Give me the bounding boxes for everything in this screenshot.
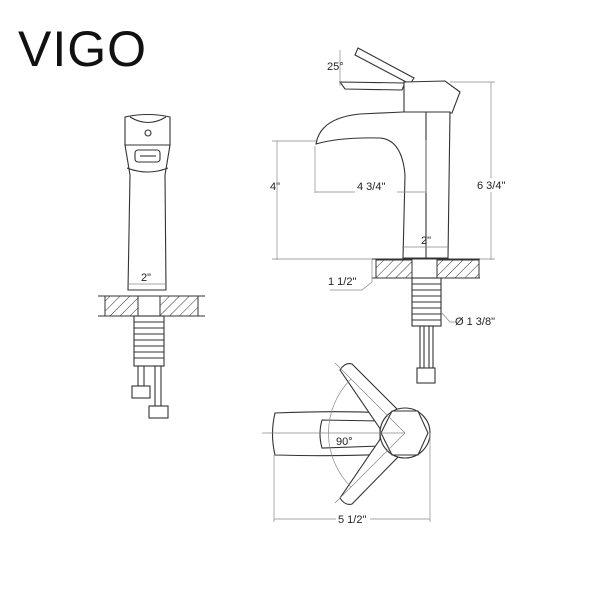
vigo-logo: VIGO	[18, 21, 147, 77]
total-length-label: 5 1/2"	[338, 514, 366, 526]
front-view: 2"	[98, 113, 205, 419]
handle-angle-label: 25°	[327, 61, 344, 73]
side-base-width-label: 2"	[421, 235, 431, 247]
rotation-angle-label: 90°	[336, 436, 353, 448]
hole-diameter-label: Ø 1 3/8"	[455, 316, 495, 328]
spout-reach-label: 4 3/4"	[357, 181, 385, 193]
total-height-label: 6 3/4"	[477, 180, 505, 192]
front-base-width-label: 2"	[141, 272, 151, 284]
side-view: 25° 4" 4 3/4" 6 3/4" 2" 1 1/2" Ø 1 3/8"	[270, 47, 516, 384]
spout-height-label: 4"	[270, 181, 280, 193]
deck-thickness-label: 1 1/2"	[328, 276, 356, 288]
top-view: 90° 5 1/2"	[262, 362, 431, 526]
thread-lines	[134, 321, 164, 359]
